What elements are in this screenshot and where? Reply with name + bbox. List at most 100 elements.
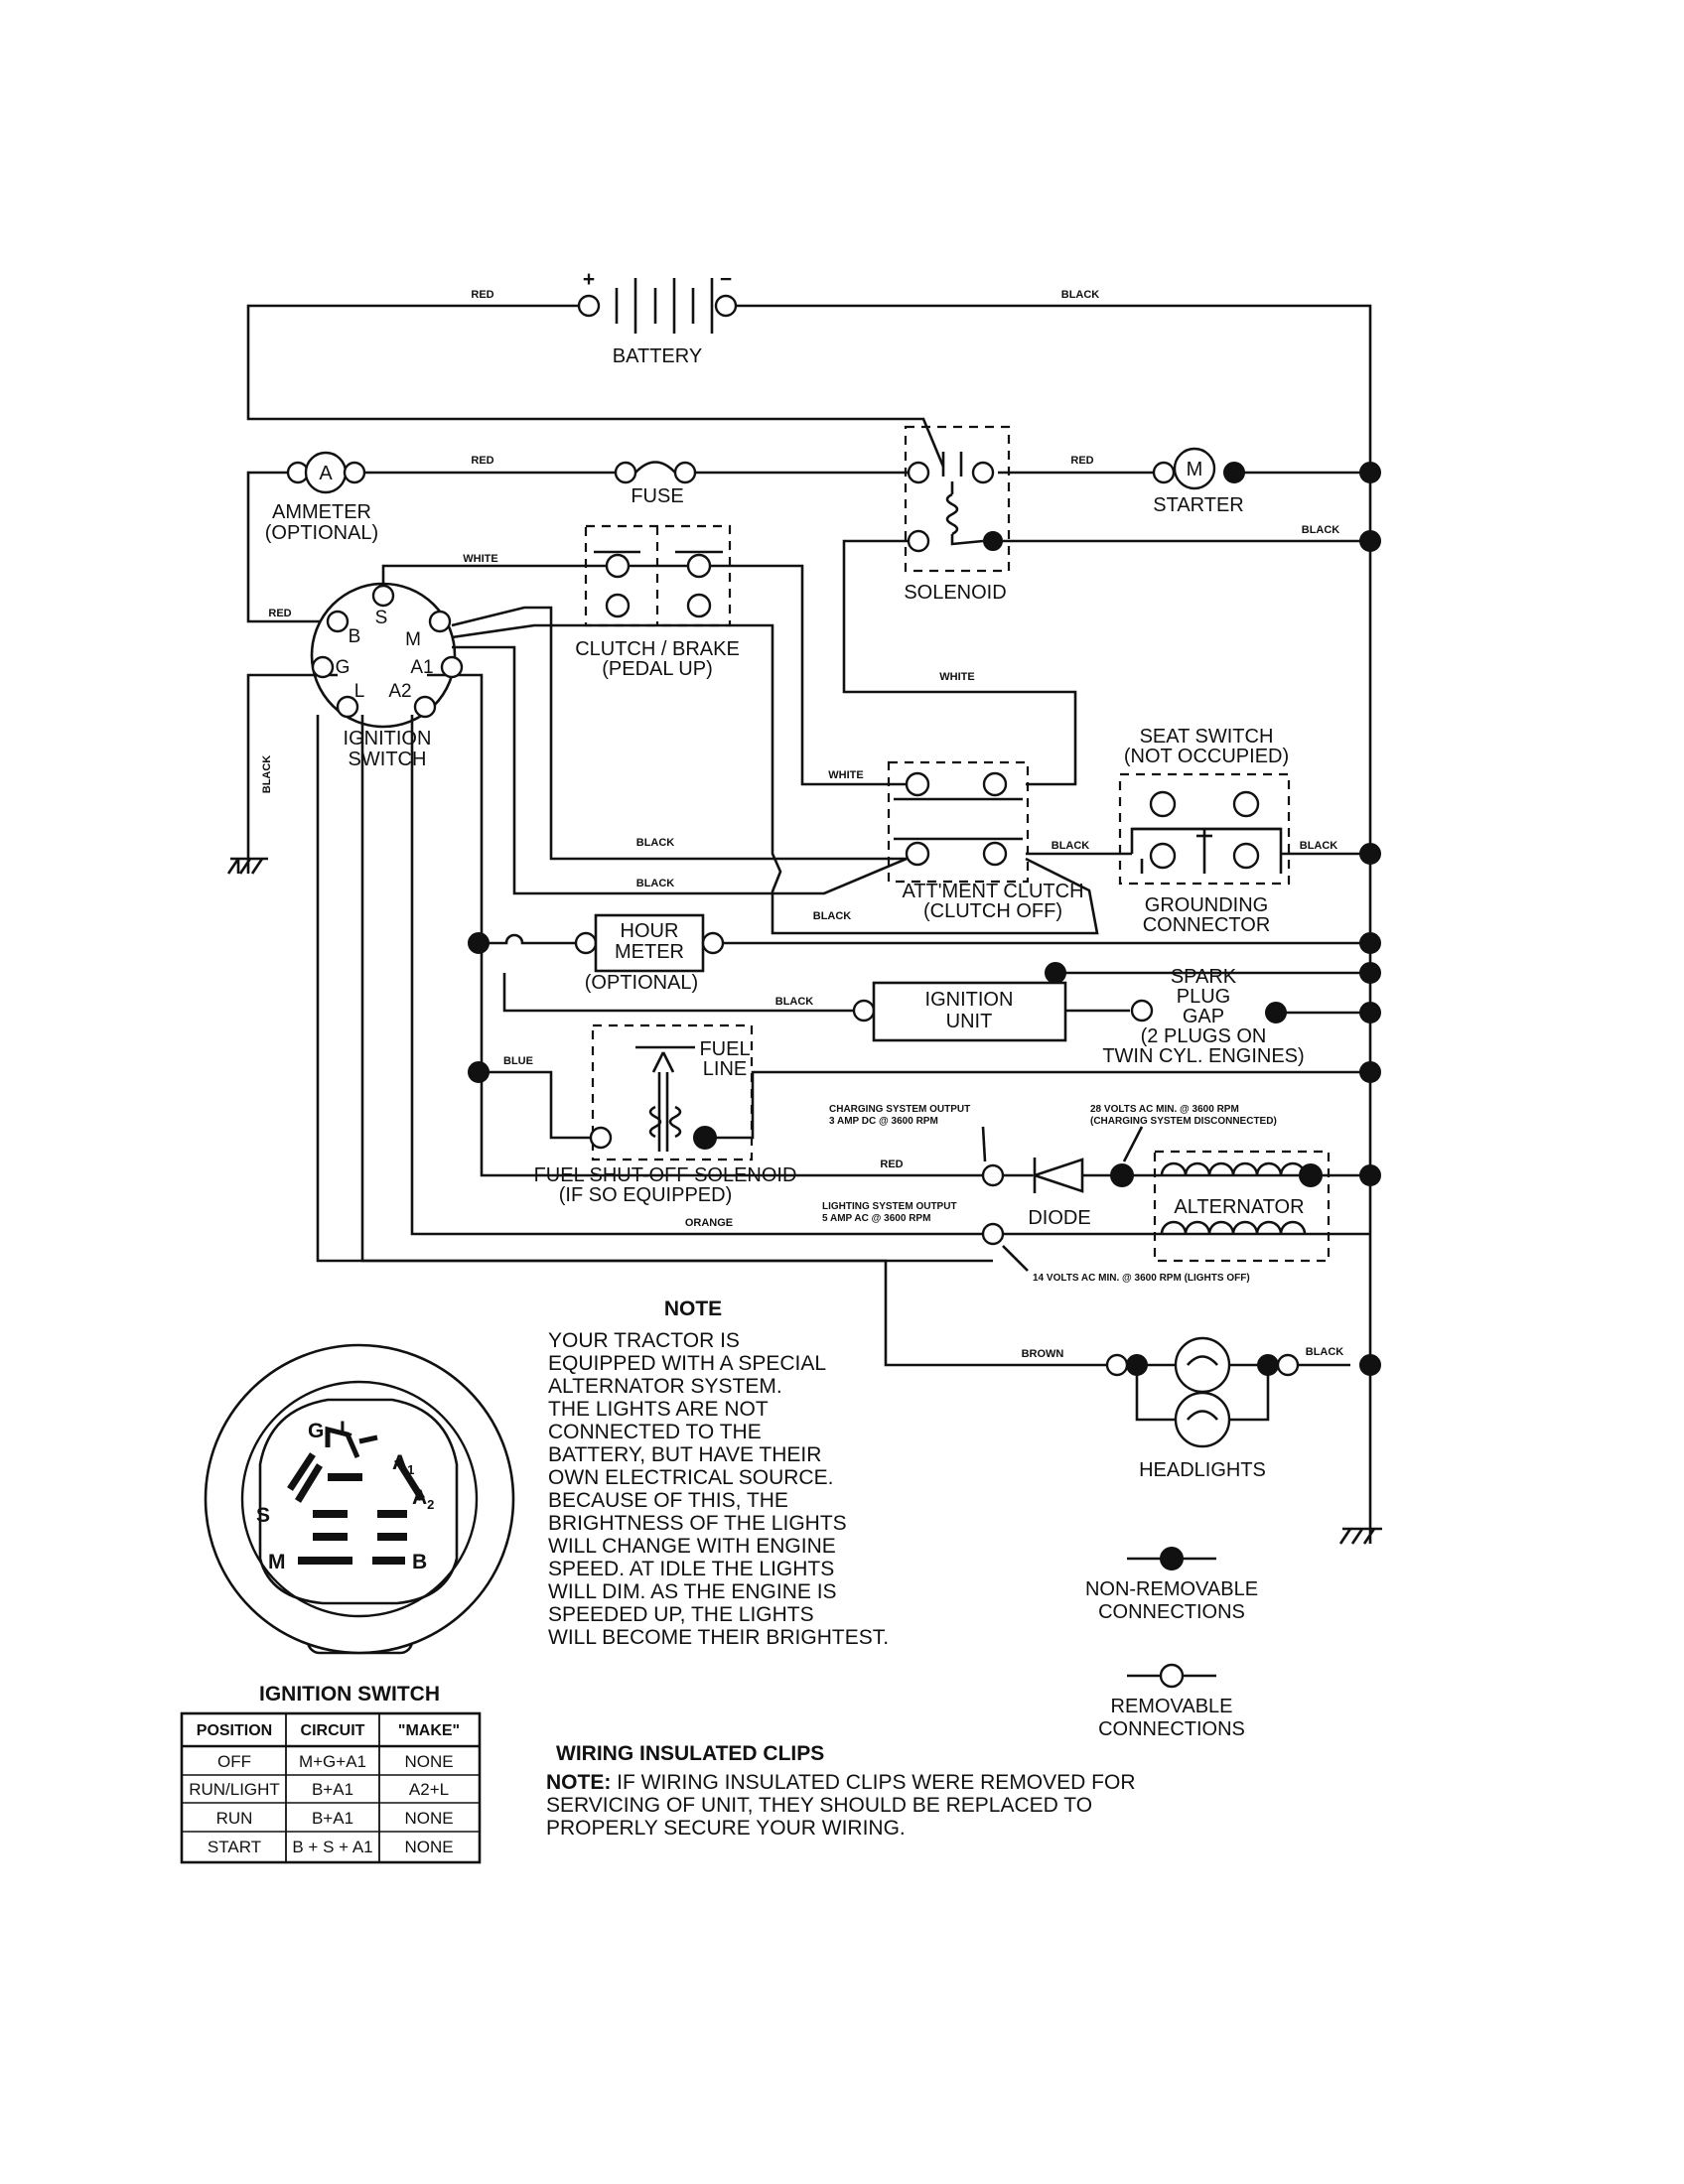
- table-cell: START: [208, 1838, 261, 1856]
- ammeter-symbol: A: [319, 463, 333, 484]
- face-l-label: L: [340, 1418, 352, 1440]
- ammeter: A AMMETER (OPTIONAL): [265, 451, 378, 544]
- enclosures: [584, 425, 1331, 1263]
- clutch-brake-pedal-label: (PEDAL UP): [602, 658, 713, 680]
- spark-plug: SPARK PLUG GAP (2 PLUGS ON TWIN CYL. ENG…: [1102, 966, 1304, 1067]
- table-cell: NONE: [404, 1809, 453, 1828]
- spark-gap-label: GAP: [1183, 1006, 1224, 1027]
- solenoid-label: SOLENOID: [904, 582, 1006, 604]
- wire-label-red-charging: RED: [880, 1159, 903, 1170]
- note-line: OWN ELECTRICAL SOURCE.: [548, 1466, 833, 1489]
- wire-label-black-ignition-unit: BLACK: [775, 996, 814, 1008]
- face-a2-sub: 2: [427, 1497, 434, 1512]
- ammeter-label: AMMETER: [272, 501, 371, 523]
- seat-switch: SEAT SWITCH (NOT OCCUPIED) GROUNDING CON…: [1124, 726, 1289, 936]
- hour-meter-label-2: METER: [615, 941, 684, 963]
- wire-label-black-ground: BLACK: [261, 755, 273, 794]
- wire-label-red-ignition: RED: [268, 608, 291, 619]
- table-header-make: "MAKE": [398, 1722, 460, 1739]
- ac28-label: 28 VOLTS AC MIN. @ 3600 RPM: [1090, 1104, 1239, 1115]
- ignition-switch-label: IGNITION: [344, 728, 432, 750]
- wire-label-black-seat: BLACK: [1052, 840, 1090, 852]
- spec-annotations: CHARGING SYSTEM OUTPUT 3 AMP DC @ 3600 R…: [822, 1104, 1277, 1284]
- charging-output-label: CHARGING SYSTEM OUTPUT: [829, 1104, 970, 1115]
- hour-meter: HOUR METER (OPTIONAL): [574, 913, 725, 994]
- wire-label-white-solenoid: WHITE: [939, 671, 974, 683]
- face-a1-label: A1: [392, 1451, 414, 1477]
- note-line: SPEED. AT IDLE THE LIGHTS: [548, 1558, 834, 1580]
- note-line: BECAUSE OF THIS, THE: [548, 1489, 788, 1512]
- fuel-label: FUEL: [699, 1038, 750, 1060]
- table-cell: RUN/LIGHT: [189, 1780, 280, 1799]
- clips-note-text: IF WIRING INSULATED CLIPS WERE REMOVED F…: [611, 1771, 1135, 1794]
- spark-note-label: (2 PLUGS ON: [1141, 1025, 1267, 1047]
- table-cell: NONE: [404, 1752, 453, 1771]
- starter: M STARTER: [1152, 447, 1245, 516]
- table-header-circuit: CIRCUIT: [301, 1722, 365, 1739]
- seat-switch-label: SEAT SWITCH: [1140, 726, 1274, 748]
- headlights-label: HEADLIGHTS: [1139, 1459, 1266, 1481]
- wire-label-white-clutch: WHITE: [828, 769, 863, 781]
- pin-g-label: G: [336, 657, 351, 678]
- hour-meter-optional-label: (OPTIONAL): [585, 972, 698, 994]
- face-g-label: G: [308, 1420, 324, 1442]
- wire-label-red-starter: RED: [1070, 455, 1093, 467]
- starter-label: STARTER: [1153, 494, 1244, 516]
- note-line: BATTERY, BUT HAVE THEIR: [548, 1443, 821, 1466]
- note-line: YOUR TRACTOR IS: [548, 1329, 740, 1352]
- wire-label-blue: BLUE: [503, 1055, 533, 1067]
- attment-clutch-off-label: (CLUTCH OFF): [923, 900, 1062, 922]
- table-cell: NONE: [404, 1838, 453, 1856]
- table-title: IGNITION SWITCH: [259, 1683, 440, 1706]
- pin-l-label: L: [354, 681, 365, 702]
- wire-label-brown: BROWN: [1022, 1348, 1064, 1360]
- face-a2-letter: A: [412, 1486, 427, 1509]
- pin-s-label: S: [375, 608, 388, 628]
- ignition-unit-label: IGNITION: [925, 989, 1014, 1011]
- wire-label-black-seat-2: BLACK: [1300, 840, 1338, 852]
- fuse: FUSE: [614, 461, 697, 507]
- note-line: CONNECTED TO THE: [548, 1421, 762, 1443]
- table-cell: B + S + A1: [292, 1838, 372, 1856]
- face-b-label: B: [412, 1551, 427, 1573]
- legend-removable-label: REMOVABLE: [1111, 1696, 1233, 1717]
- grounding-connector-label-2: CONNECTOR: [1143, 914, 1271, 936]
- diode: DIODE: [981, 1158, 1091, 1229]
- ground-symbols: [226, 857, 1382, 1545]
- wire-label-black-clutch: BLACK: [636, 837, 675, 849]
- fuel-line-label: LINE: [703, 1058, 747, 1080]
- legend-non-removable-label: NON-REMOVABLE: [1085, 1578, 1258, 1600]
- wire-labels: RED BLACK RED RED BLACK WHITE RED WHITE …: [261, 289, 1343, 1360]
- attment-clutch-label: ATT'MENT CLUTCH: [902, 881, 1083, 902]
- tractor-note: NOTE YOUR TRACTOR IS EQUIPPED WITH A SPE…: [548, 1297, 889, 1649]
- ignition-switch-face: G L A1 A2 S M B: [204, 1343, 515, 1655]
- charging-output-value: 3 AMP DC @ 3600 RPM: [829, 1116, 938, 1127]
- legend-non-removable-label-2: CONNECTIONS: [1098, 1601, 1245, 1623]
- wire-label-black-solenoid: BLACK: [1302, 524, 1340, 536]
- starter-symbol: M: [1187, 459, 1203, 480]
- battery-label: BATTERY: [613, 345, 702, 367]
- table-header-position: POSITION: [197, 1722, 272, 1739]
- lighting-output-value: 5 AMP AC @ 3600 RPM: [822, 1213, 930, 1224]
- note-line: THE LIGHTS ARE NOT: [548, 1398, 769, 1421]
- alternator-label: ALTERNATOR: [1174, 1196, 1304, 1218]
- wire-label-red-battery: RED: [471, 289, 493, 301]
- spark-plug-label: PLUG: [1177, 986, 1230, 1008]
- battery: + − BATTERY: [577, 268, 738, 367]
- clutch-brake-switch: CLUTCH / BRAKE (PEDAL UP): [575, 550, 740, 680]
- wire-label-white-switch: WHITE: [463, 553, 497, 565]
- face-a1-letter: A: [392, 1451, 407, 1474]
- pin-a1-label: A1: [410, 657, 433, 678]
- wiring-clips-note: WIRING INSULATED CLIPS NOTE: IF WIRING I…: [546, 1742, 1136, 1840]
- fuse-label: FUSE: [631, 485, 683, 507]
- fuel-solenoid-label: FUEL SHUT-OFF SOLENOID: [534, 1164, 797, 1186]
- face-m-label: M: [268, 1551, 286, 1573]
- note-line: SPEEDED UP, THE LIGHTS: [548, 1603, 814, 1626]
- clips-title: WIRING INSULATED CLIPS: [556, 1742, 824, 1765]
- pin-b-label: B: [349, 626, 361, 647]
- face-a1-sub: 1: [407, 1462, 414, 1477]
- table-cell: M+G+A1: [299, 1752, 366, 1771]
- diode-label: DIODE: [1028, 1207, 1090, 1229]
- seat-switch-not-occupied-label: (NOT OCCUPIED): [1124, 746, 1289, 767]
- note-line: WILL CHANGE WITH ENGINE: [548, 1535, 836, 1558]
